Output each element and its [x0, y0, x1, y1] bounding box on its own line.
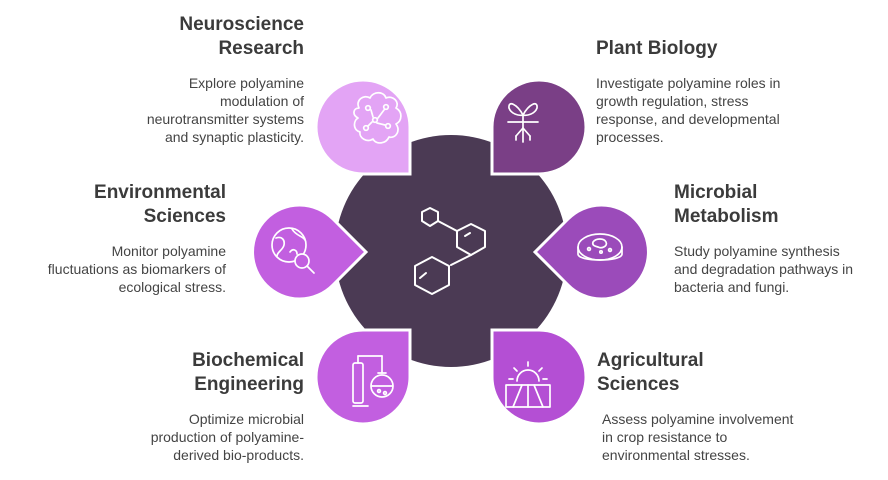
- microbial-drop: [532, 203, 650, 301]
- environmental-title-line-2: Sciences: [143, 206, 226, 227]
- plant-biology-desc-line-1: Investigate polyamine roles in: [596, 75, 781, 91]
- neuroscience-drop: [314, 78, 412, 176]
- agricultural-block: Agricultural Sciences Assess polyamine i…: [597, 349, 837, 464]
- plant-biology-desc-line-4: processes.: [596, 129, 664, 145]
- neuroscience-desc-line-4: and synaptic plasticity.: [164, 129, 304, 145]
- sprout-icon: [507, 102, 539, 143]
- microbial-desc-line-1: Study polyamine synthesis: [674, 243, 840, 259]
- environmental-desc-line-1: Monitor polyamine: [111, 243, 226, 259]
- petri-dish-icon: [577, 233, 623, 261]
- microbial-desc-line-3: bacteria and fungi.: [674, 279, 790, 295]
- environmental-block: Environmental Sciences Monitor polyamine…: [10, 181, 226, 296]
- microbial-block: Microbial Metabolism Study polyamine syn…: [674, 181, 884, 296]
- biochemical-description: Optimize microbial production of polyami…: [104, 410, 304, 464]
- biochemical-desc-line-3: derived bio-products.: [173, 447, 304, 463]
- microbial-desc-line-2: and degradation pathways in: [674, 261, 854, 277]
- environmental-desc-line-3: ecological stress.: [118, 279, 226, 295]
- plant-biology-title: Plant Biology: [596, 37, 826, 61]
- environmental-drop: [251, 203, 369, 301]
- neuroscience-title: Neuroscience Research: [104, 13, 304, 61]
- neuroscience-desc-line-3: neurotransmitter systems: [146, 111, 304, 127]
- environmental-desc-line-2: fluctuations as biomarkers of: [47, 261, 226, 277]
- agricultural-desc-line-3: environmental stresses.: [602, 447, 750, 463]
- brain-icon: [353, 91, 402, 144]
- neuroscience-block: Neuroscience Research Explore polyamine …: [104, 13, 304, 146]
- lab-flask-icon: [352, 355, 394, 407]
- plant-biology-desc-line-2: growth regulation, stress: [596, 93, 749, 109]
- agricultural-description: Assess polyamine involvement in crop res…: [602, 410, 837, 464]
- neuroscience-desc-line-1: Explore polyamine: [188, 75, 304, 91]
- biochemical-desc-line-2: production of polyamine-: [150, 429, 304, 445]
- sunrise-field-icon: [505, 361, 551, 408]
- biochemical-title: Biochemical Engineering: [104, 349, 304, 397]
- center-hub: [335, 135, 567, 367]
- microbial-title: Microbial Metabolism: [674, 181, 884, 229]
- microbial-title-line-2: Metabolism: [674, 206, 779, 227]
- plant-biology-description: Investigate polyamine roles in growth re…: [596, 74, 826, 146]
- plant-biology-desc-line-3: response, and developmental: [596, 111, 780, 127]
- neuroscience-desc-line-2: modulation of: [219, 93, 304, 109]
- neuroscience-description: Explore polyamine modulation of neurotra…: [104, 74, 304, 146]
- biochemical-title-line-2: Engineering: [194, 374, 304, 395]
- agricultural-desc-line-2: in crop resistance to: [602, 429, 728, 445]
- biochemical-title-line-1: Biochemical: [192, 350, 304, 371]
- agricultural-title: Agricultural Sciences: [597, 349, 837, 397]
- microbial-title-line-1: Microbial: [674, 182, 758, 203]
- neuroscience-title-line-1: Neuroscience: [179, 14, 304, 35]
- microbial-description: Study polyamine synthesis and degradatio…: [674, 242, 884, 296]
- globe-search-icon: [271, 227, 315, 274]
- agricultural-title-line-2: Sciences: [597, 374, 680, 395]
- environmental-title: Environmental Sciences: [10, 181, 226, 229]
- plant-biology-title-line-1: Plant Biology: [596, 38, 718, 59]
- biochemical-desc-line-1: Optimize microbial: [188, 411, 304, 427]
- molecule-icon: [414, 207, 486, 295]
- environmental-title-line-1: Environmental: [94, 182, 226, 203]
- plant-biology-block: Plant Biology Investigate polyamine role…: [596, 37, 826, 146]
- agricultural-desc-line-1: Assess polyamine involvement: [602, 411, 794, 427]
- agricultural-title-line-1: Agricultural: [597, 350, 704, 371]
- biochemical-block: Biochemical Engineering Optimize microbi…: [104, 349, 304, 464]
- plant-biology-drop: [490, 78, 588, 176]
- neuroscience-title-line-2: Research: [218, 38, 304, 59]
- environmental-description: Monitor polyamine fluctuations as biomar…: [10, 242, 226, 296]
